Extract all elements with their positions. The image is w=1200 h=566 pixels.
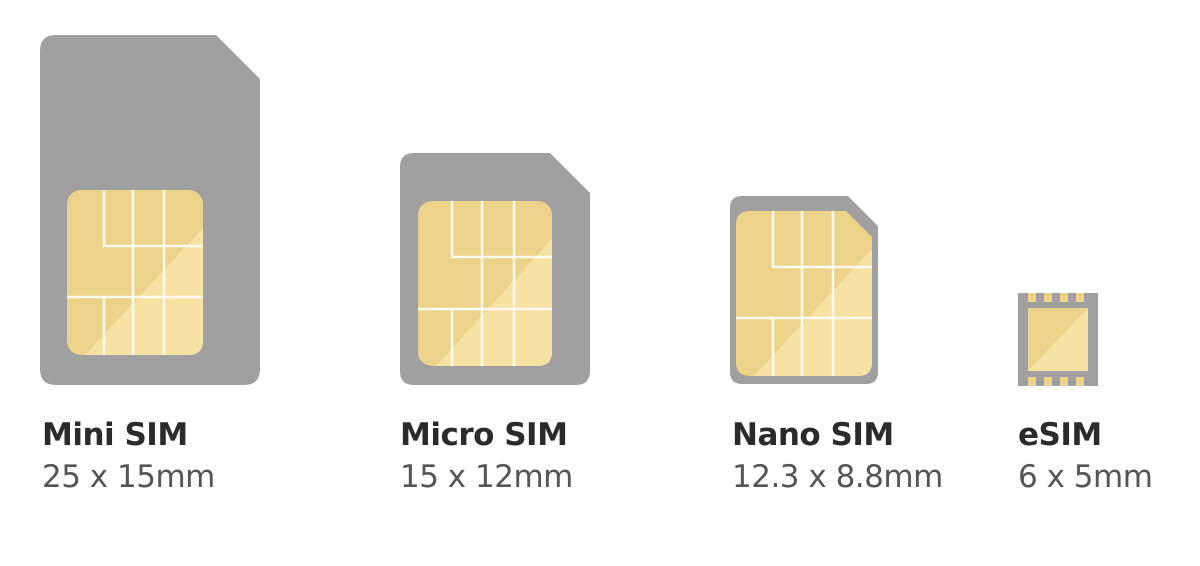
mini-sim-name: Mini SIM bbox=[42, 417, 188, 453]
nano-sim-name: Nano SIM bbox=[732, 417, 894, 453]
micro-sim-chip bbox=[418, 201, 552, 366]
micro-sim-name: Micro SIM bbox=[400, 417, 568, 453]
nano-sim-dimensions: 12.3 x 8.8mm bbox=[732, 459, 943, 495]
esim-top-pins bbox=[1028, 293, 1084, 302]
micro-sim-illustration bbox=[400, 153, 590, 385]
mini-sim-illustration bbox=[40, 35, 260, 385]
esim-name: eSIM bbox=[1018, 417, 1102, 453]
mini-sim-label: Mini SIM 25 x 15mm bbox=[42, 417, 215, 495]
esim-dimensions: 6 x 5mm bbox=[1018, 459, 1153, 495]
micro-sim-dimensions: 15 x 12mm bbox=[400, 459, 573, 495]
micro-sim-card bbox=[400, 153, 590, 385]
nano-sim-card bbox=[730, 196, 878, 384]
nano-sim-chip bbox=[736, 211, 872, 376]
micro-sim-label: Micro SIM 15 x 12mm bbox=[400, 417, 573, 495]
esim-bottom-pins bbox=[1028, 377, 1084, 386]
esim-card bbox=[1018, 293, 1098, 386]
esim-chip bbox=[1028, 308, 1088, 371]
mini-sim-dimensions: 25 x 15mm bbox=[42, 459, 215, 495]
nano-sim-label: Nano SIM 12.3 x 8.8mm bbox=[732, 417, 943, 495]
mini-sim-chip bbox=[67, 190, 203, 355]
esim-illustration bbox=[1018, 293, 1098, 386]
esim-label: eSIM 6 x 5mm bbox=[1018, 417, 1153, 495]
mini-sim-card bbox=[40, 35, 260, 385]
nano-sim-illustration bbox=[730, 196, 878, 384]
